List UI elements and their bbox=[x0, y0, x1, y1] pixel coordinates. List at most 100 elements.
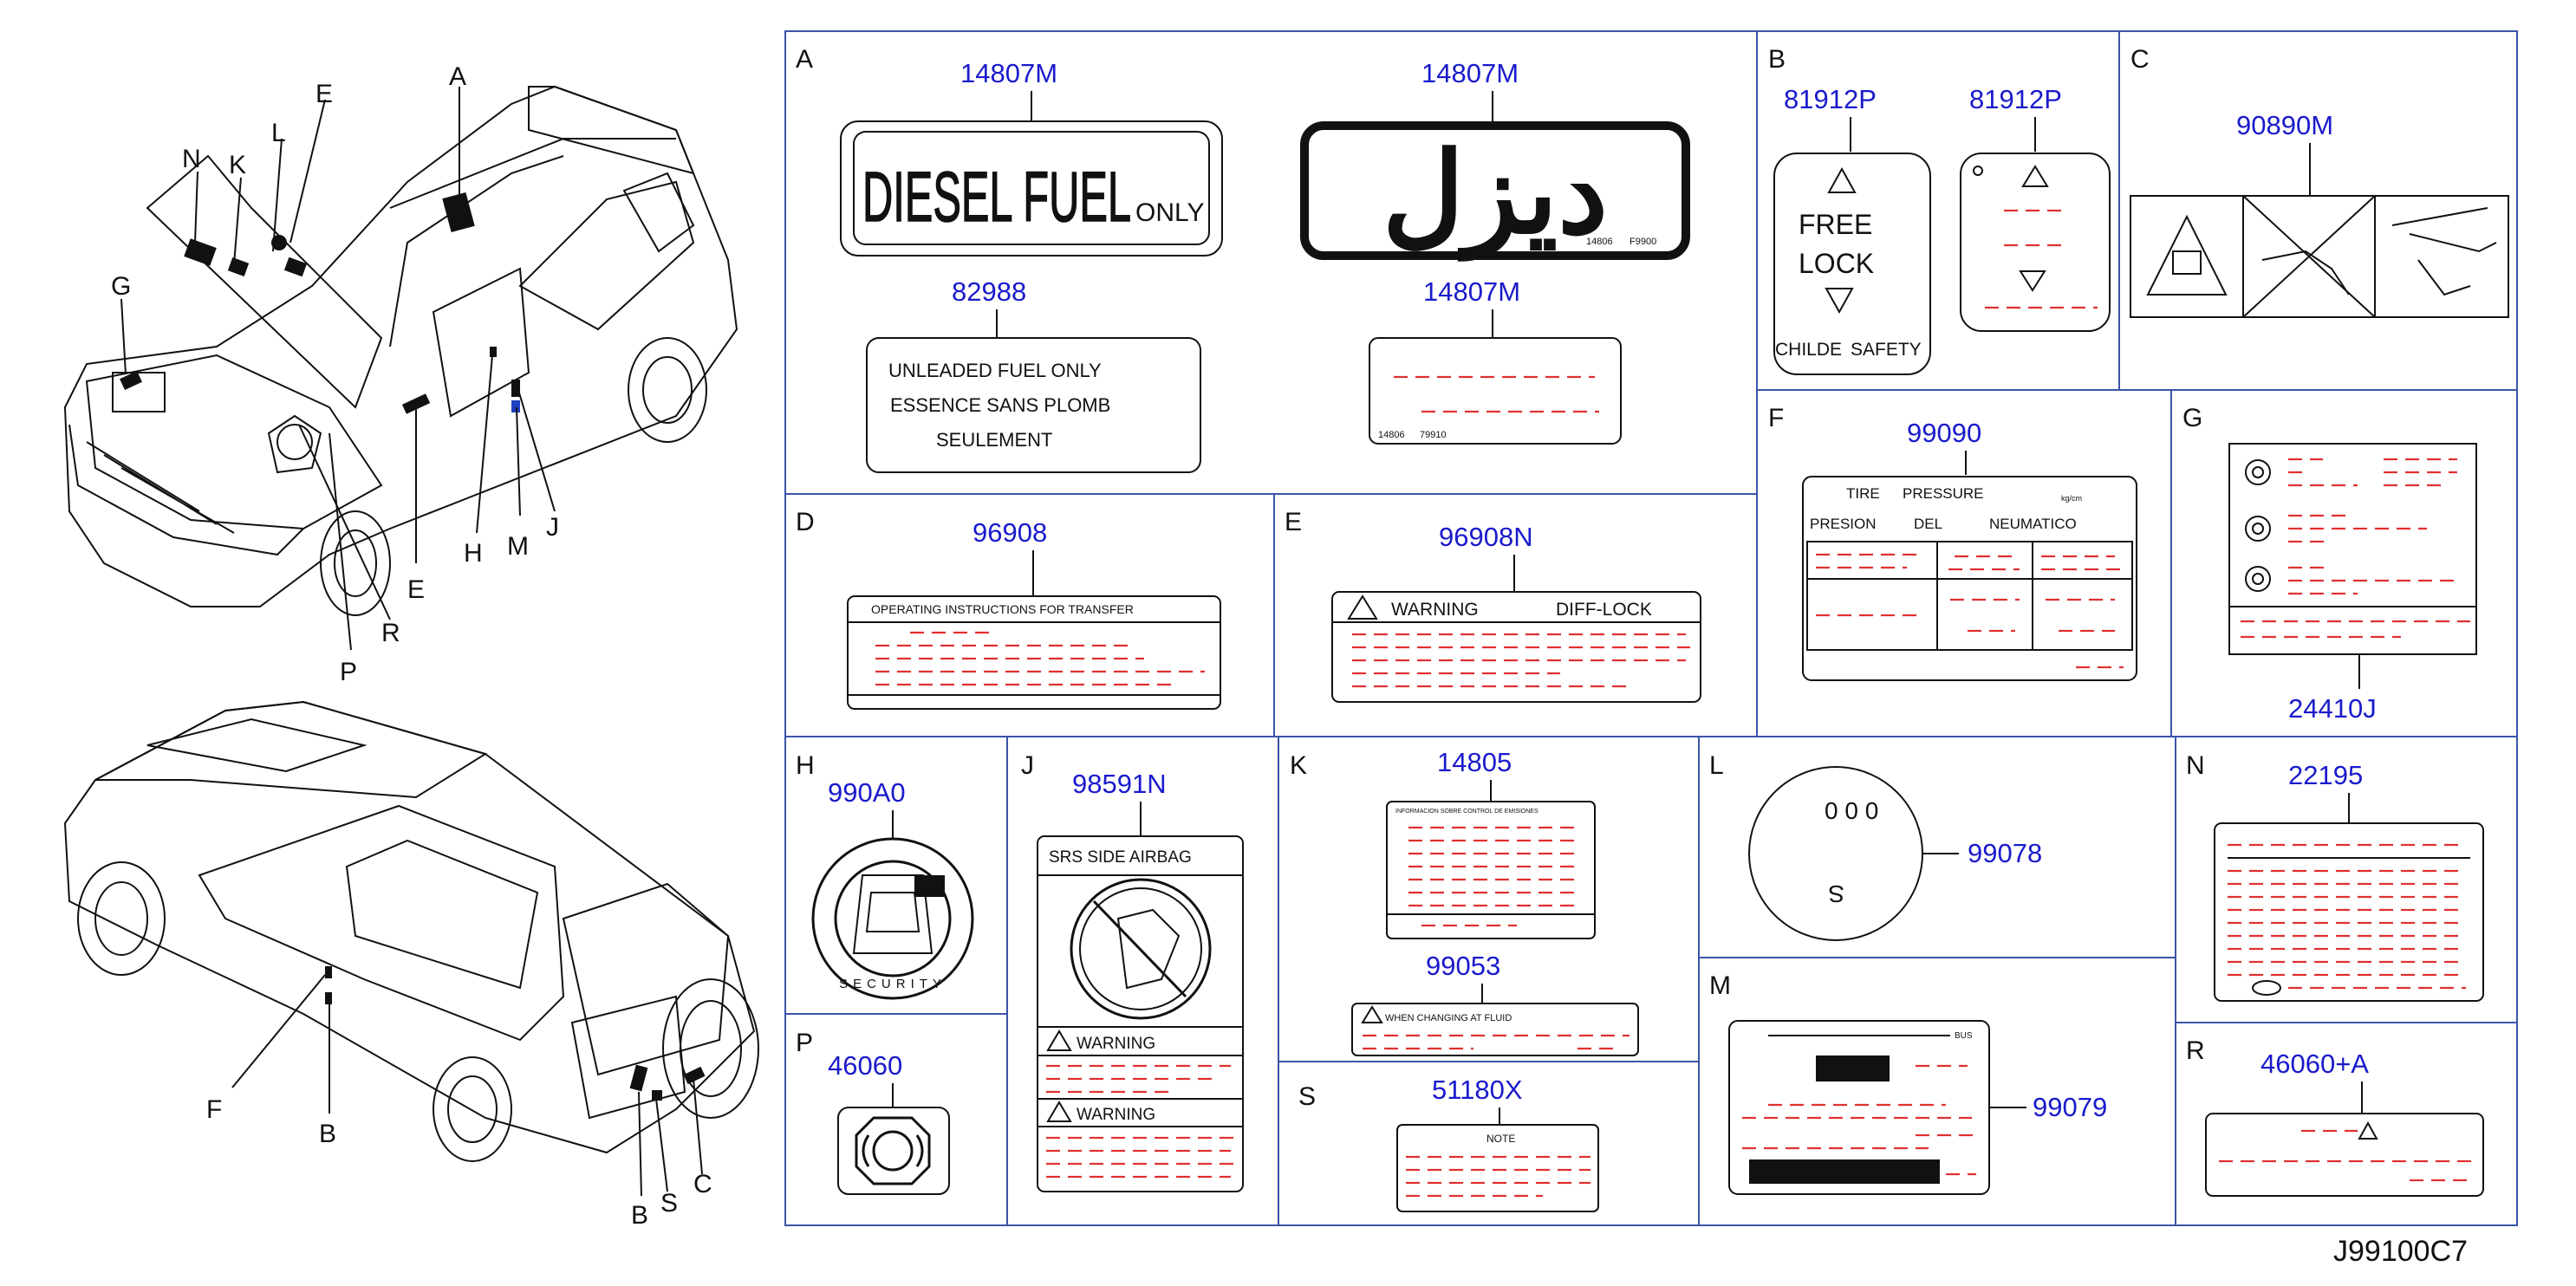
panel-a: A 14807M DIESEL FUEL ONLY 14807M ديزل 14… bbox=[796, 45, 1690, 473]
label-panel-grid bbox=[784, 30, 2518, 1226]
part-14807m-arabic: 14807M bbox=[1421, 58, 1519, 88]
part-24410j: 24410J bbox=[2288, 693, 2377, 724]
e-difflock-text: DIFF-LOCK bbox=[1556, 600, 1652, 620]
f-red-text bbox=[1816, 553, 2124, 669]
j-header-text: SRS SIDE AIRBAG bbox=[1049, 848, 1192, 867]
part-81912p-right: 81912P bbox=[1969, 84, 2062, 114]
small-code-2: 79910 bbox=[1420, 430, 1447, 440]
panel-e: E 96908N WARNING DIFF-LOCK bbox=[1285, 508, 1701, 703]
part-14805: 14805 bbox=[1437, 747, 1512, 777]
panel-e-letter: E bbox=[1285, 508, 1302, 536]
panel-l: L 0 0 0 S 99078 bbox=[1709, 751, 2042, 941]
part-82988: 82988 bbox=[952, 276, 1026, 307]
panel-r-letter: R bbox=[2186, 1036, 2205, 1065]
part-22195: 22195 bbox=[2288, 760, 2363, 790]
part-81912p-left: 81912P bbox=[1784, 84, 1877, 114]
panel-g: G 24410J bbox=[2182, 404, 2477, 724]
arabic-code-2: F9900 bbox=[1630, 237, 1656, 247]
k-atf-text: WHEN CHANGING AT FLUID bbox=[1385, 1013, 1512, 1023]
unleaded-line-3: SEULEMENT bbox=[936, 429, 1052, 451]
safety-text: SAFETY bbox=[1851, 340, 1922, 360]
vehicle-rear-view bbox=[63, 700, 759, 1162]
callout-l: L bbox=[271, 119, 286, 147]
panel-c-letter: C bbox=[2130, 45, 2150, 74]
part-96908: 96908 bbox=[973, 517, 1047, 548]
callout-r: R bbox=[381, 619, 400, 647]
panel-h: H 990A0 SECURITY bbox=[796, 751, 974, 1000]
j-warning1-text: WARNING bbox=[1077, 1035, 1155, 1053]
n-red-text bbox=[2228, 843, 2466, 990]
part-99079: 99079 bbox=[2033, 1092, 2107, 1122]
unleaded-line-2: ESSENCE SANS PLOMB bbox=[890, 394, 1110, 416]
unleaded-line-1: UNLEADED FUEL ONLY bbox=[888, 360, 1102, 381]
s-note-text: NOTE bbox=[1486, 1133, 1515, 1145]
panel-b-letter: B bbox=[1768, 45, 1786, 74]
panel-a-letter: A bbox=[796, 45, 813, 74]
f-unit-text: kg/cm bbox=[2061, 494, 2082, 503]
childe-text: CHILDE bbox=[1775, 340, 1842, 360]
callout-p: P bbox=[340, 658, 357, 686]
part-99090: 99090 bbox=[1907, 418, 1981, 448]
arabic-code-1: 14806 bbox=[1586, 237, 1613, 247]
d-header-text: OPERATING INSTRUCTIONS FOR TRANSFER bbox=[871, 602, 1134, 616]
l-s-text: S bbox=[1828, 880, 1844, 907]
small-code-1: 14806 bbox=[1378, 430, 1405, 440]
d-red-text bbox=[875, 631, 1205, 686]
e-red-text bbox=[1352, 633, 1690, 688]
g-red-text bbox=[2241, 458, 2470, 639]
part-46060: 46060 bbox=[828, 1050, 902, 1081]
part-14807m-diesel: 14807M bbox=[960, 58, 1057, 88]
diagram-code: J99100C7 bbox=[2333, 1235, 2468, 1268]
f-pressure-text: PRESSURE bbox=[1903, 485, 1984, 502]
panel-m-letter: M bbox=[1709, 971, 1731, 1000]
panel-k: K 14805 INFORMACION SOBRE CONTROL DE EMI… bbox=[1290, 747, 1639, 1056]
panel-k-letter: K bbox=[1290, 751, 1307, 780]
callout-s: S bbox=[660, 1189, 678, 1218]
callout-e: E bbox=[407, 575, 425, 604]
panel-n-letter: N bbox=[2186, 751, 2205, 780]
panel-c: C 90890M bbox=[2130, 45, 2509, 318]
f-del-text: DEL bbox=[1914, 516, 1942, 532]
panel-h-letter: H bbox=[796, 751, 815, 780]
panel-n: N 22195 bbox=[2186, 751, 2484, 1002]
callout-m: M bbox=[507, 532, 529, 561]
callout-k: K bbox=[229, 151, 246, 179]
diesel-fuel-text: DIESEL FUEL bbox=[862, 158, 1131, 237]
vehicle-front-view bbox=[63, 85, 738, 616]
part-99078: 99078 bbox=[1968, 838, 2042, 868]
lock-text: LOCK bbox=[1799, 248, 1874, 279]
callout-b: B bbox=[319, 1120, 336, 1148]
panel-d-letter: D bbox=[796, 508, 815, 536]
callout-c: C bbox=[693, 1170, 712, 1198]
panel-m: M BUS 99079 bbox=[1709, 971, 2107, 1195]
h-ring-text: SECURITY bbox=[839, 977, 946, 991]
panel-f-letter: F bbox=[1768, 404, 1784, 432]
e-warning-text: WARNING bbox=[1391, 600, 1479, 620]
panel-r: R 46060+A bbox=[2186, 1036, 2484, 1197]
k-red-text bbox=[1408, 826, 1582, 927]
callout-n: N bbox=[182, 145, 201, 173]
callout-h: H bbox=[464, 539, 483, 568]
panel-p-letter: P bbox=[796, 1029, 813, 1057]
part-990a0: 990A0 bbox=[828, 777, 906, 808]
g-symbols bbox=[2245, 459, 2271, 592]
panel-g-letter: G bbox=[2182, 404, 2202, 432]
k-header-text: INFORMACION SOBRE CONTROL DE EMISIONES bbox=[1395, 809, 1538, 815]
f-tire-text: TIRE bbox=[1846, 485, 1880, 502]
arabic-diesel-text: ديزل bbox=[1382, 130, 1608, 262]
callout-b2: B bbox=[631, 1201, 648, 1230]
free-text: FREE bbox=[1799, 209, 1872, 240]
callout-j: J bbox=[546, 513, 559, 542]
part-96908n: 96908N bbox=[1439, 522, 1533, 552]
part-90890m: 90890M bbox=[2236, 110, 2333, 140]
j-warning2-text: WARNING bbox=[1077, 1106, 1155, 1124]
vehicle-front-callouts: A E L K N G E H M J P R bbox=[111, 62, 559, 686]
m-bus-text: BUS bbox=[1955, 1031, 1973, 1041]
f-neumatico-text: NEUMATICO bbox=[1989, 516, 2077, 532]
panel-s-letter: S bbox=[1298, 1082, 1316, 1111]
panel-f: F 99090 TIRE PRESSURE kg/cm PRESION DEL … bbox=[1768, 404, 2137, 681]
part-99053: 99053 bbox=[1426, 951, 1500, 981]
panel-j-letter: J bbox=[1021, 751, 1034, 780]
callout-d: E bbox=[315, 80, 333, 108]
part-46060a: 46060+A bbox=[2261, 1049, 2369, 1079]
